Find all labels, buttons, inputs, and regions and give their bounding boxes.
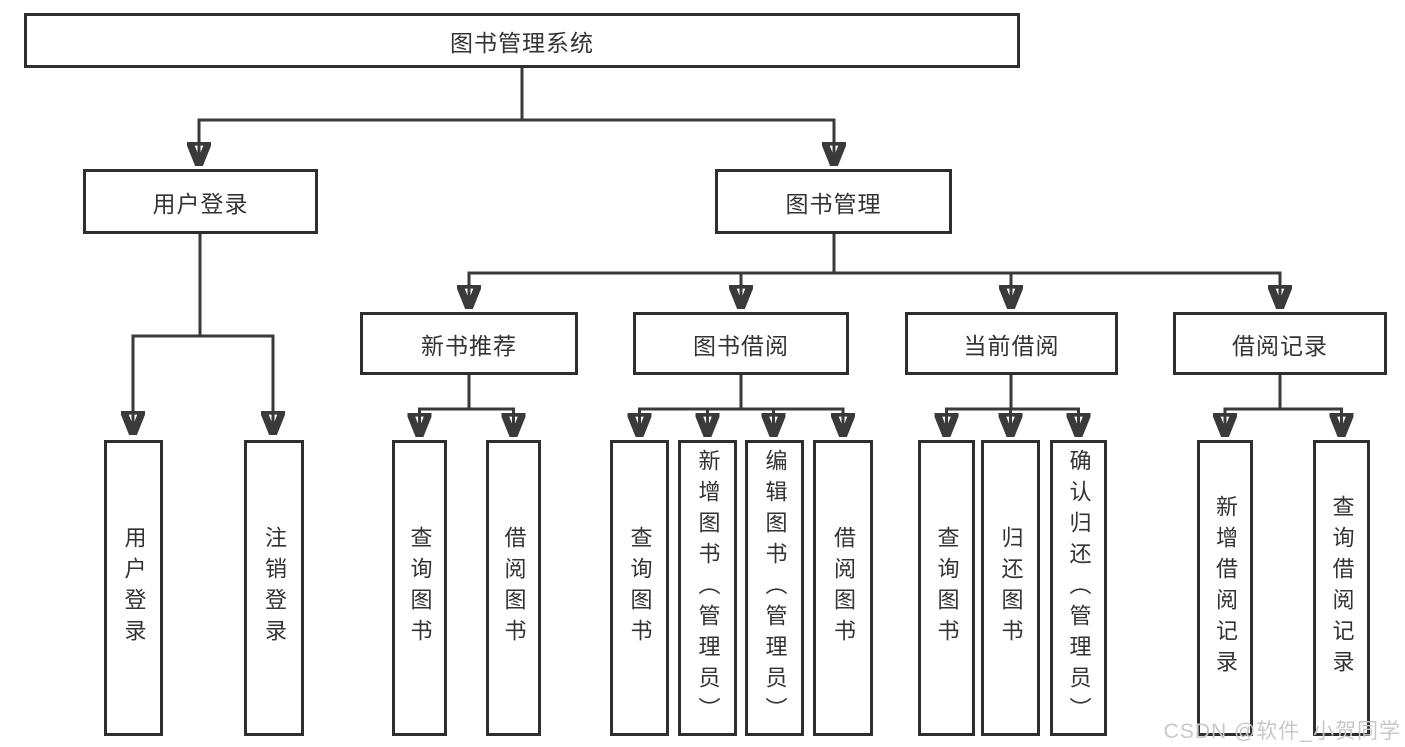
leaf-query-books-recommend: 查询图书 bbox=[392, 440, 447, 736]
leaf-confirm-return-admin-label: 确认归还（管理员） bbox=[1066, 448, 1092, 728]
leaf-query-books-current-label: 查询图书 bbox=[934, 526, 960, 650]
leaf-query-books-borrowing-label: 查询图书 bbox=[627, 526, 653, 650]
leaf-add-books-admin: 新增图书（管理员） bbox=[678, 440, 737, 736]
leaf-user-login-label: 用户登录 bbox=[121, 526, 147, 650]
node-current-borrowing: 当前借阅 bbox=[905, 312, 1118, 375]
leaf-edit-books-admin: 编辑图书（管理员） bbox=[745, 440, 804, 736]
leaf-add-borrow-record-label: 新增借阅记录 bbox=[1213, 495, 1238, 681]
watermark: CSDN @软件_小贺同学 bbox=[1163, 720, 1401, 743]
node-book-borrowing: 图书借阅 bbox=[633, 312, 849, 375]
node-book-management: 图书管理 bbox=[715, 169, 952, 234]
leaf-user-login: 用户登录 bbox=[104, 440, 163, 736]
leaf-confirm-return-admin: 确认归还（管理员） bbox=[1050, 440, 1107, 736]
node-library-management-system: 图书管理系统 bbox=[24, 13, 1020, 68]
leaf-logout: 注销登录 bbox=[244, 440, 304, 736]
leaf-add-books-admin-label: 新增图书（管理员） bbox=[695, 448, 721, 728]
leaf-borrow-books-recommend: 借阅图书 bbox=[486, 440, 541, 736]
leaf-logout-label: 注销登录 bbox=[262, 526, 287, 650]
leaf-query-books-current: 查询图书 bbox=[918, 440, 975, 736]
leaf-add-borrow-record: 新增借阅记录 bbox=[1197, 440, 1253, 736]
leaf-query-books-borrowing: 查询图书 bbox=[610, 440, 669, 736]
node-new-book-recommendation: 新书推荐 bbox=[360, 312, 578, 375]
leaf-borrow-books-label: 借阅图书 bbox=[831, 526, 856, 650]
leaf-return-books-label: 归还图书 bbox=[998, 526, 1024, 650]
node-user-login-group: 用户登录 bbox=[83, 169, 318, 234]
leaf-query-borrow-record: 查询借阅记录 bbox=[1313, 440, 1370, 736]
leaf-query-books-recommend-label: 查询图书 bbox=[407, 526, 433, 650]
leaf-edit-books-admin-label: 编辑图书（管理员） bbox=[762, 448, 788, 728]
leaf-query-borrow-record-label: 查询借阅记录 bbox=[1329, 495, 1355, 681]
leaf-borrow-books-recommend-label: 借阅图书 bbox=[501, 526, 527, 650]
leaf-borrow-books: 借阅图书 bbox=[813, 440, 873, 736]
leaf-return-books: 归还图书 bbox=[981, 440, 1040, 736]
node-borrowing-records: 借阅记录 bbox=[1173, 312, 1387, 375]
